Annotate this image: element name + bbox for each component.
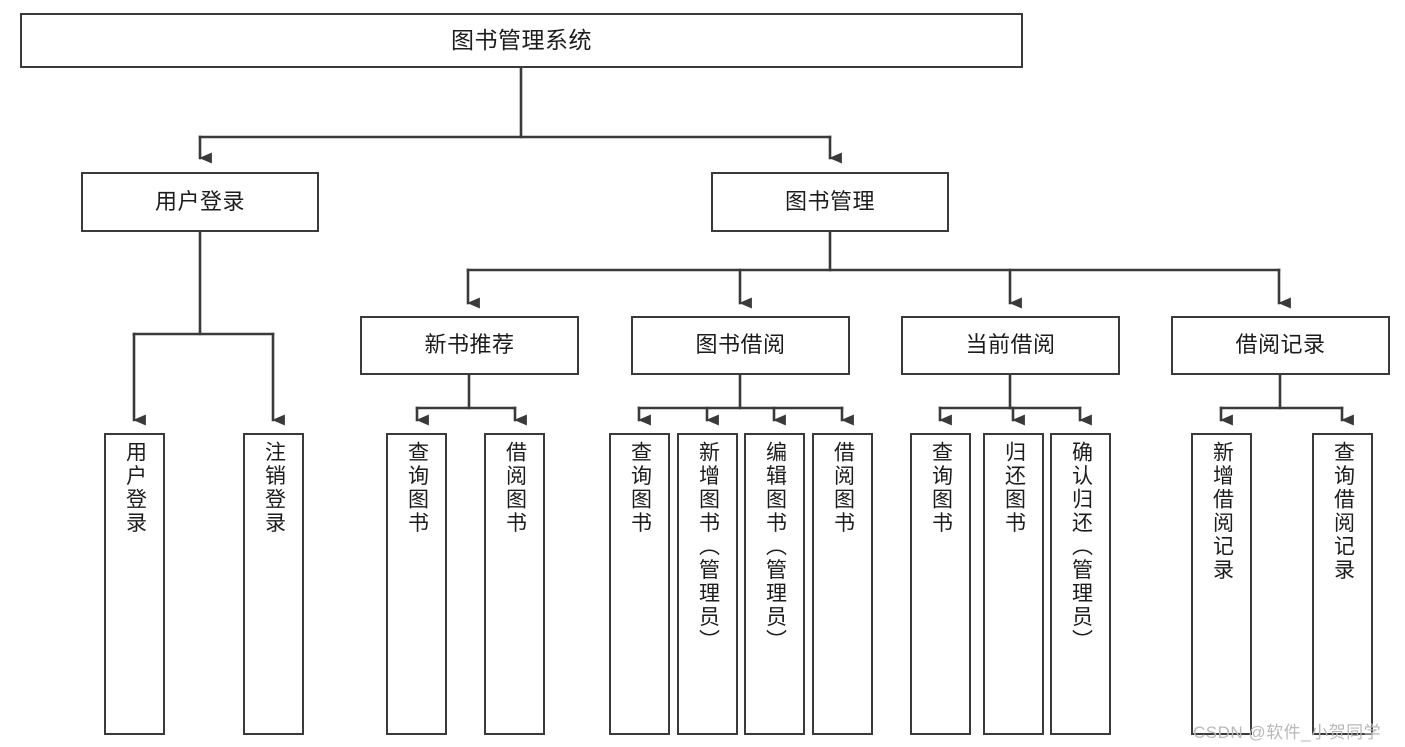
node-leaf-confirm-return[interactable]: 确认归还（管理员） bbox=[1050, 433, 1111, 735]
node-book-manage[interactable]: 图书管理 bbox=[711, 172, 949, 232]
node-user-login[interactable]: 用户登录 bbox=[81, 172, 319, 232]
node-leaf-user-logout[interactable]: 注销登录 bbox=[243, 433, 304, 735]
node-leaf-query-record-label: 查询借阅记录 bbox=[1331, 441, 1355, 582]
node-borrow-record[interactable]: 借阅记录 bbox=[1171, 316, 1390, 375]
csdn-watermark: CSDN @软件_小贺同学 bbox=[1193, 723, 1382, 742]
node-leaf-user-logout-label: 注销登录 bbox=[262, 441, 286, 535]
node-leaf-query-book-3-label: 查询图书 bbox=[929, 441, 953, 535]
node-root[interactable]: 图书管理系统 bbox=[20, 13, 1023, 68]
node-leaf-borrow-book-2-label: 借阅图书 bbox=[831, 441, 855, 535]
node-new-book-rec-label: 新书推荐 bbox=[424, 332, 515, 358]
node-leaf-query-book-2-label: 查询图书 bbox=[628, 441, 652, 535]
node-leaf-query-book-2[interactable]: 查询图书 bbox=[609, 433, 670, 735]
node-leaf-query-book-1[interactable]: 查询图书 bbox=[386, 433, 447, 735]
node-root-label: 图书管理系统 bbox=[451, 26, 592, 53]
node-current-borrow-label: 当前借阅 bbox=[965, 332, 1056, 358]
node-leaf-add-book[interactable]: 新增图书（管理员） bbox=[677, 433, 738, 735]
node-leaf-edit-book-label: 编辑图书（管理员） bbox=[763, 441, 787, 653]
node-leaf-query-record[interactable]: 查询借阅记录 bbox=[1312, 433, 1373, 735]
node-leaf-add-record[interactable]: 新增借阅记录 bbox=[1191, 433, 1252, 735]
node-leaf-return-book-label: 归还图书 bbox=[1002, 441, 1026, 535]
node-leaf-user-login-label: 用户登录 bbox=[123, 441, 147, 535]
node-leaf-borrow-book-1-label: 借阅图书 bbox=[503, 441, 527, 535]
node-leaf-borrow-book-2[interactable]: 借阅图书 bbox=[812, 433, 873, 735]
node-leaf-query-book-1-label: 查询图书 bbox=[405, 441, 429, 535]
node-leaf-borrow-book-1[interactable]: 借阅图书 bbox=[484, 433, 545, 735]
node-book-borrow[interactable]: 图书借阅 bbox=[631, 316, 850, 375]
node-borrow-record-label: 借阅记录 bbox=[1235, 332, 1326, 358]
node-book-borrow-label: 图书借阅 bbox=[695, 332, 786, 358]
node-user-login-label: 用户登录 bbox=[154, 188, 245, 214]
node-leaf-return-book[interactable]: 归还图书 bbox=[983, 433, 1044, 735]
node-leaf-edit-book[interactable]: 编辑图书（管理员） bbox=[744, 433, 805, 735]
node-leaf-confirm-return-label: 确认归还（管理员） bbox=[1069, 441, 1093, 653]
node-new-book-rec[interactable]: 新书推荐 bbox=[360, 316, 579, 375]
node-book-manage-label: 图书管理 bbox=[784, 188, 875, 214]
node-leaf-add-record-label: 新增借阅记录 bbox=[1210, 441, 1234, 582]
node-leaf-add-book-label: 新增图书（管理员） bbox=[696, 441, 720, 653]
node-current-borrow[interactable]: 当前借阅 bbox=[901, 316, 1120, 375]
node-leaf-query-book-3[interactable]: 查询图书 bbox=[910, 433, 971, 735]
node-leaf-user-login[interactable]: 用户登录 bbox=[104, 433, 165, 735]
